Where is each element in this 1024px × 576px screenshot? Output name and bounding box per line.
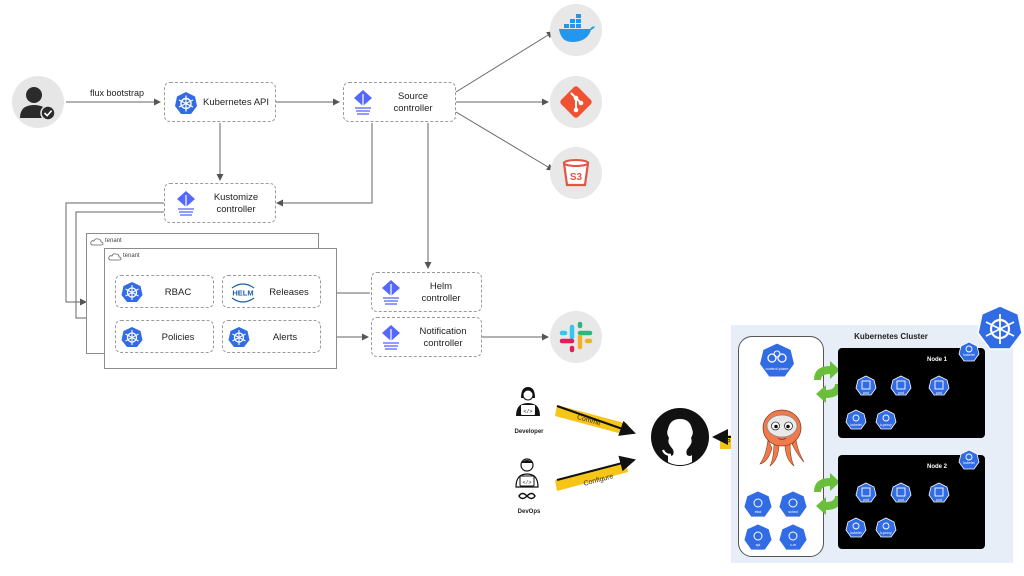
flux-icon bbox=[382, 325, 400, 350]
developer-icon: </> bbox=[516, 387, 540, 416]
svg-text:kubelet: kubelet bbox=[850, 423, 861, 427]
svg-text:pod: pod bbox=[936, 498, 942, 502]
svg-text:pod: pod bbox=[863, 498, 869, 502]
api-label: api bbox=[756, 543, 761, 547]
kubernetes-api-box: Kubernetes API bbox=[164, 82, 276, 122]
rbac-label: RBAC bbox=[164, 287, 192, 298]
sync-icon bbox=[814, 361, 842, 403]
control-plane-components: etcd sched api c-m bbox=[743, 490, 808, 551]
policies-box: Policies bbox=[115, 320, 214, 353]
kustomize-label-1: Kustomize bbox=[213, 192, 259, 203]
rbac-box: RBAC bbox=[115, 275, 214, 308]
tenant-label: tenant bbox=[105, 238, 122, 244]
slack-icon bbox=[550, 311, 602, 363]
node-2-workloads: pod pod pod kubelet kubelet k-proxy bbox=[845, 449, 980, 538]
node-2-label: Node 2 bbox=[927, 464, 948, 470]
cloud-icon bbox=[90, 238, 104, 246]
svg-text:pod: pod bbox=[898, 391, 904, 395]
kustomize-label-2: controller bbox=[216, 204, 256, 215]
svg-text:pod: pod bbox=[898, 498, 904, 502]
tenant-label: tenant bbox=[123, 253, 140, 259]
flux-icon bbox=[382, 280, 400, 305]
node-1-label: Node 1 bbox=[927, 357, 948, 363]
source-label-1: Source bbox=[397, 91, 429, 102]
sync-icon bbox=[814, 473, 842, 515]
cloud-icon bbox=[108, 253, 122, 261]
s3-text: S3 bbox=[570, 172, 583, 183]
flux-icon bbox=[354, 90, 372, 115]
kubernetes-icon bbox=[175, 92, 197, 114]
helm-icon: HELM bbox=[231, 283, 255, 303]
helm-logo-text: HELM bbox=[232, 289, 253, 298]
bootstrap-label: flux bootstrap bbox=[89, 88, 145, 98]
kubernetes-icon bbox=[121, 327, 143, 347]
notification-label-2: controller bbox=[423, 338, 463, 349]
helm-label-2: controller bbox=[421, 293, 461, 304]
sched-label: sched bbox=[788, 510, 797, 514]
git-icon bbox=[550, 76, 602, 128]
control-plane-icon: control plane bbox=[758, 342, 796, 378]
docker-icon bbox=[550, 4, 602, 56]
s3-icon: S3 bbox=[550, 147, 602, 199]
arrow-source-s3 bbox=[455, 111, 554, 171]
devops-label: DevOps bbox=[517, 509, 541, 515]
alerts-box: Alerts bbox=[222, 320, 321, 353]
svg-text:kubelet: kubelet bbox=[963, 461, 974, 465]
code-glyph: </> bbox=[523, 409, 532, 415]
cluster-title: Kubernetes Cluster bbox=[854, 332, 928, 341]
argo-cd-octopus-icon bbox=[759, 409, 805, 467]
user-check-icon bbox=[20, 87, 56, 121]
notification-controller-box: Notification controller bbox=[371, 317, 482, 357]
source-controller-box: Source controller bbox=[343, 82, 456, 122]
helm-label-1: Helm bbox=[429, 281, 453, 292]
releases-label: Releases bbox=[269, 287, 309, 298]
cm-label: c-m bbox=[790, 543, 796, 547]
kubernetes-icon bbox=[977, 305, 1023, 350]
svg-text:k-proxy: k-proxy bbox=[880, 531, 892, 535]
node-workloads: pod pod pod kubelet kubelet k-proxy pod … bbox=[845, 341, 980, 538]
arrow-source-docker bbox=[455, 31, 554, 93]
helm-controller-box: Helm controller bbox=[371, 272, 482, 312]
alerts-label: Alerts bbox=[272, 332, 298, 343]
user-avatar bbox=[12, 76, 64, 128]
flux-icon bbox=[177, 191, 195, 216]
kubernetes-icon bbox=[228, 327, 250, 347]
arrow-source-kustomize bbox=[276, 123, 373, 207]
kubernetes-icon bbox=[121, 282, 143, 302]
developer-label: Developer bbox=[514, 429, 544, 435]
code-glyph: </> bbox=[522, 480, 531, 486]
policies-label: Policies bbox=[161, 332, 195, 343]
control-plane-label: control plane bbox=[766, 366, 790, 371]
notification-label-1: Notification bbox=[419, 326, 467, 337]
kustomize-controller-box: Kustomize controller bbox=[164, 183, 276, 223]
devops-icon: </> bbox=[515, 458, 539, 500]
source-label-2: controller bbox=[393, 103, 433, 114]
tenant-panel-front: tenant RBAC HELM Releases Policies bbox=[104, 248, 337, 369]
github-icon bbox=[651, 408, 709, 466]
kubernetes-api-label: Kubernetes API bbox=[203, 97, 270, 108]
svg-text:kubelet: kubelet bbox=[850, 531, 861, 535]
releases-box: HELM Releases bbox=[222, 275, 321, 308]
configure-arrow-band bbox=[555, 461, 628, 491]
svg-text:k-proxy: k-proxy bbox=[880, 423, 892, 427]
etcd-label: etcd bbox=[755, 510, 762, 514]
node-1-workloads: pod pod pod kubelet kubelet k-proxy bbox=[845, 341, 980, 430]
svg-text:kubelet: kubelet bbox=[963, 353, 974, 357]
svg-text:pod: pod bbox=[863, 391, 869, 395]
svg-text:pod: pod bbox=[936, 391, 942, 395]
